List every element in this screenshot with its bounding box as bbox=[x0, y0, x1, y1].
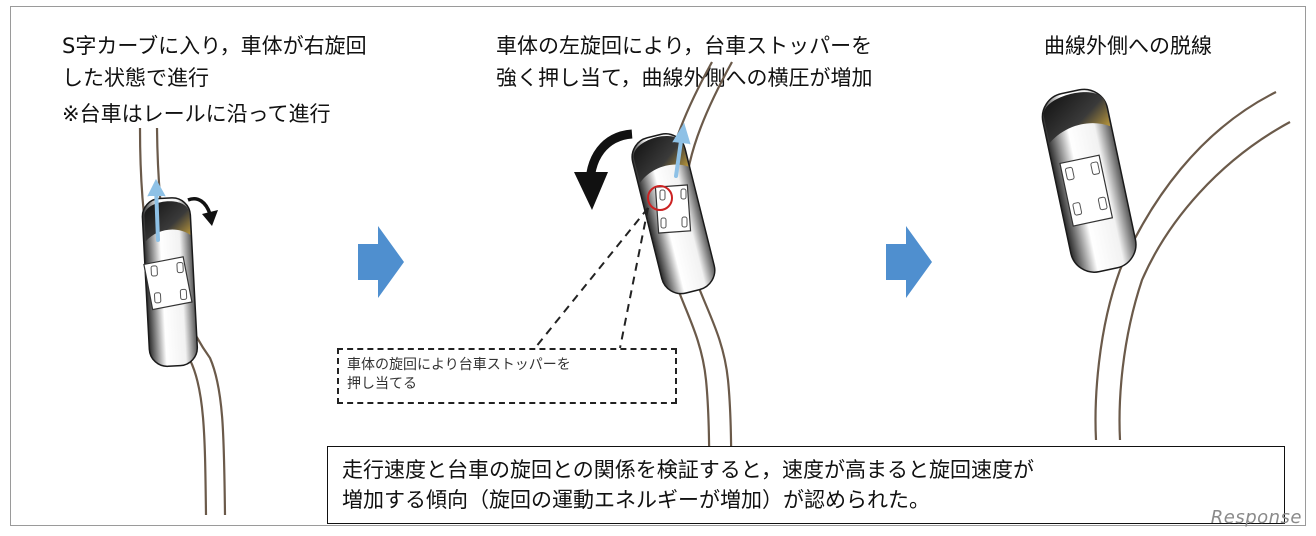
conclusion-line-1: 走行速度と台車の旋回との関係を検証すると，速度が高まると旋回速度が bbox=[342, 458, 1034, 482]
bogie-stopper-highlight bbox=[647, 185, 673, 211]
panel-1-forward-arrow-icon bbox=[147, 178, 166, 242]
panel-2-wheels bbox=[659, 188, 688, 229]
flow-arrow-1-icon bbox=[358, 226, 404, 298]
panel-1-car bbox=[141, 197, 199, 368]
panel-1-caption: S字カーブに入り，車体が右旋回 した状態で進行 ※台車はレールに沿って進行 bbox=[62, 30, 367, 130]
panel-2-rotation-arrow-icon bbox=[574, 129, 633, 210]
panel-2-caption: 車体の左旋回により，台車ストッパーを 強く押し当て，曲線外側への横圧が増加 bbox=[496, 30, 873, 94]
panel-3-car bbox=[1041, 88, 1137, 273]
callout-line-1: 車体の旋回により台車ストッパーを bbox=[347, 357, 571, 373]
panel-2-caption-line-1: 車体の左旋回により，台車ストッパーを bbox=[496, 34, 873, 58]
panel-3-caption-line-1: 曲線外側への脱線 bbox=[1044, 34, 1212, 58]
panel-3-caption: 曲線外側への脱線 bbox=[1044, 30, 1212, 62]
panel-1-rotation-arrow-icon bbox=[187, 197, 218, 226]
panel-3-rails bbox=[1094, 91, 1291, 441]
figure-frame bbox=[10, 6, 1306, 526]
response-watermark-logo: Response bbox=[1210, 507, 1302, 528]
callout-line-2: 押し当てる bbox=[347, 376, 417, 392]
conclusion-box: 走行速度と台車の旋回との関係を検証すると，速度が高まると旋回速度が 増加する傾向… bbox=[327, 446, 1285, 524]
callout-leader-lines bbox=[534, 207, 649, 349]
callout-box: 車体の旋回により台車ストッパーを 押し当てる bbox=[337, 348, 677, 404]
panel-1-caption-note: ※台車はレールに沿って進行 bbox=[62, 102, 331, 126]
panel-1-caption-line-2: した状態で進行 bbox=[62, 66, 209, 90]
panel-2-caption-line-2: 強く押し当て，曲線外側への横圧が増加 bbox=[496, 66, 873, 90]
conclusion-line-2: 増加する傾向（旋回の運動エネルギーが増加）が認められた。 bbox=[342, 488, 930, 512]
flow-arrow-2-icon bbox=[886, 226, 932, 298]
panel-2-forward-arrow-icon bbox=[672, 122, 691, 178]
panel-1-caption-line-1: S字カーブに入り，車体が右旋回 bbox=[62, 34, 367, 58]
